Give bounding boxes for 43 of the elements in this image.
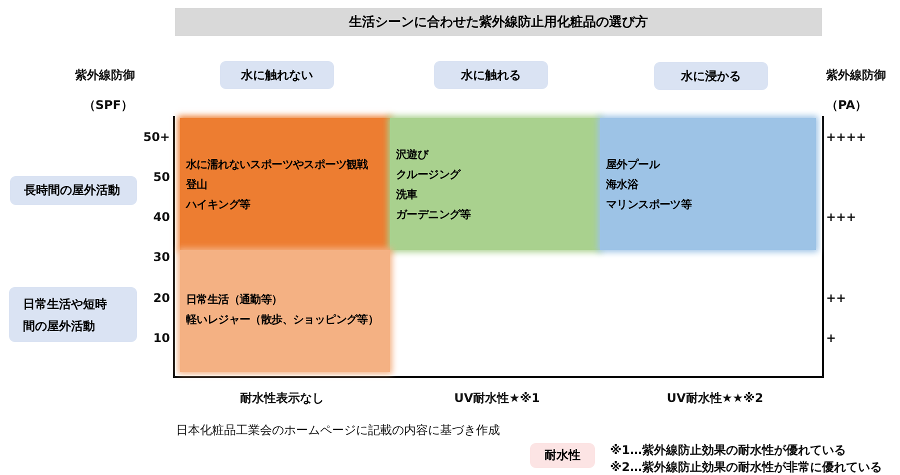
row-header: 長時間の屋外活動 [10, 176, 137, 205]
tick-label: 10 [153, 331, 170, 345]
column-header: 水に浸かる [654, 62, 768, 90]
activity-text: マリンスポーツ等 [606, 198, 692, 212]
activity-text: ハイキング等 [186, 198, 250, 212]
tick-label: + [826, 331, 836, 345]
tick-label: ++++ [826, 130, 866, 144]
axis-title: 紫外線防御 [826, 68, 886, 82]
activity-text: 登山 [186, 178, 208, 192]
category-label: UV耐水性★※1 [454, 391, 540, 405]
category-label: UV耐水性★★※2 [666, 391, 764, 405]
activity-cell [390, 118, 600, 250]
tick-label: 50+ [143, 130, 170, 144]
axis-title: （PA） [826, 98, 867, 112]
column-header: 水に触れる [434, 61, 548, 89]
activity-text: クルージング [396, 168, 460, 182]
footnote: ※1…紫外線防止効果の耐水性が優れている [610, 443, 846, 457]
activity-text: 軽いレジャー（散歩、ショッピング等） [186, 313, 379, 327]
activity-cell [180, 118, 390, 250]
footnote: ※2…紫外線防止効果の耐水性が非常に優れている [610, 460, 882, 474]
tick-label: 20 [153, 291, 170, 305]
activity-text: ガーデニング等 [396, 208, 471, 222]
activity-text: 屋外プール [606, 158, 660, 172]
activity-text: 沢遊び [396, 148, 428, 162]
activity-text: 日常生活（通勤等） [186, 293, 282, 307]
legend-box: 耐水性 [530, 443, 595, 468]
column-header: 水に触れない [220, 61, 334, 89]
tick-label: 40 [153, 210, 170, 224]
axis-title: 紫外線防御 [75, 68, 135, 82]
tick-label: +++ [826, 210, 856, 224]
title-band: 生活シーンに合わせた紫外線防止用化粧品の選び方 [175, 8, 822, 36]
axis-title: （SPF） [83, 98, 133, 112]
tick-label: 50 [153, 170, 170, 184]
source-note: 日本化粧品工業会のホームページに記載の内容に基づき作成 [176, 423, 500, 437]
activity-text: 海水浴 [606, 178, 638, 192]
activity-cell [600, 118, 816, 250]
tick-label: ++ [826, 291, 846, 305]
activity-text: 洗車 [396, 188, 418, 202]
row-header: 日常生活や短時間の屋外活動 [9, 287, 137, 342]
activity-text: 水に濡れないスポーツやスポーツ観戦 [186, 158, 368, 172]
tick-label: 30 [153, 250, 170, 264]
category-label: 耐水性表示なし [240, 391, 324, 405]
activity-cell [180, 250, 390, 372]
